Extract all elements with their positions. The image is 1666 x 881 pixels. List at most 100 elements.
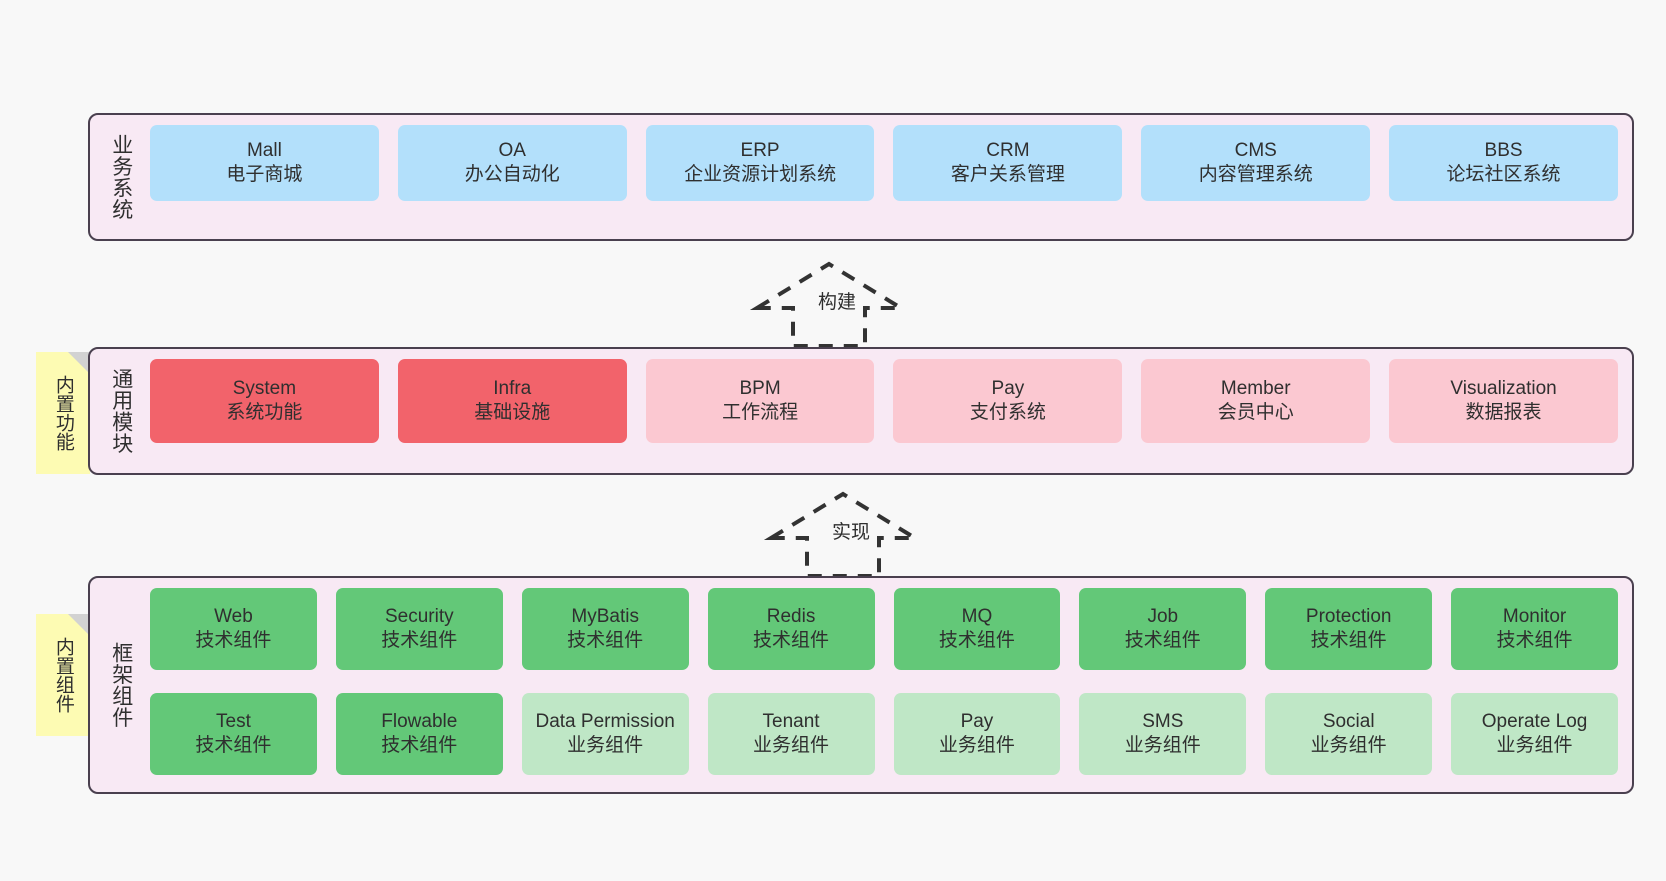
node-label-en: Member bbox=[1220, 377, 1291, 399]
arrow-build: 构建 bbox=[749, 261, 909, 348]
layer-row: Mall 电子商城 OA 办公自动化 ERP 企业资源计划系统 CRM 客户关系… bbox=[150, 125, 1618, 229]
node-label-en: Test bbox=[216, 710, 251, 732]
node-label-cn: 技术组件 bbox=[938, 630, 1015, 651]
node-operate-log[interactable]: Operate Log 业务组件 bbox=[1451, 693, 1618, 775]
node-label-cn: 技术组件 bbox=[567, 630, 644, 651]
layer-row: Web 技术组件 Security 技术组件 MyBatis 技术组件 Redi… bbox=[150, 588, 1618, 677]
node-pay[interactable]: Pay 支付系统 bbox=[893, 359, 1123, 443]
layer-business-system: 业务系统 Mall 电子商城 OA 办公自动化 ERP 企业资源计划系统 CRM… bbox=[88, 113, 1634, 241]
node-protection[interactable]: Protection 技术组件 bbox=[1265, 588, 1433, 670]
node-label-en: Monitor bbox=[1502, 605, 1567, 627]
note-label: 内置功能 bbox=[52, 375, 74, 451]
node-label-en: BBS bbox=[1484, 139, 1523, 161]
node-label-en: SMS bbox=[1142, 710, 1184, 732]
node-label-en: Data Permission bbox=[535, 710, 675, 732]
node-mq[interactable]: MQ 技术组件 bbox=[893, 588, 1061, 670]
node-sms[interactable]: SMS 业务组件 bbox=[1079, 693, 1247, 775]
node-label-en: Web bbox=[214, 605, 253, 627]
node-label-en: Protection bbox=[1305, 605, 1392, 627]
node-label-cn: 办公自动化 bbox=[464, 164, 560, 185]
node-web[interactable]: Web 技术组件 bbox=[150, 588, 317, 670]
layer-title-framework: 框架组件 bbox=[109, 642, 133, 728]
node-label-cn: 业务组件 bbox=[938, 735, 1015, 756]
node-bbs[interactable]: BBS 论坛社区系统 bbox=[1389, 125, 1618, 201]
node-label-cn: 业务组件 bbox=[753, 735, 830, 756]
node-label-cn: 业务组件 bbox=[1310, 735, 1387, 756]
node-cms[interactable]: CMS 内容管理系统 bbox=[1141, 125, 1371, 201]
node-label-en: Pay bbox=[960, 710, 994, 732]
node-monitor[interactable]: Monitor 技术组件 bbox=[1451, 588, 1618, 670]
layer-common-modules: 通用模块 System 系统功能 Infra 基础设施 BPM 工作流程 Pay… bbox=[88, 347, 1634, 475]
node-security[interactable]: Security 技术组件 bbox=[335, 588, 503, 670]
layer-row: System 系统功能 Infra 基础设施 BPM 工作流程 Pay 支付系统… bbox=[150, 359, 1618, 463]
arrow-implement: 实现 bbox=[763, 491, 923, 578]
layer-framework-components: 框架组件 Web 技术组件 Security 技术组件 MyBatis 技术组件… bbox=[88, 576, 1634, 794]
node-label-en: CMS bbox=[1234, 139, 1277, 161]
node-label-en: Visualization bbox=[1450, 377, 1557, 399]
node-oa[interactable]: OA 办公自动化 bbox=[397, 125, 627, 201]
layer-title-business: 业务系统 bbox=[109, 134, 133, 220]
node-infra[interactable]: Infra 基础设施 bbox=[397, 359, 627, 443]
node-label-en: CRM bbox=[986, 139, 1030, 161]
node-label-en: Infra bbox=[493, 377, 532, 399]
node-pay-component[interactable]: Pay 业务组件 bbox=[893, 693, 1061, 775]
node-label-cn: 技术组件 bbox=[195, 630, 272, 651]
node-test[interactable]: Test 技术组件 bbox=[150, 693, 317, 775]
node-label-cn: 电子商城 bbox=[226, 164, 303, 185]
node-label-cn: 系统功能 bbox=[226, 402, 303, 423]
node-label-en: Operate Log bbox=[1481, 710, 1588, 732]
node-mall[interactable]: Mall 电子商城 bbox=[150, 125, 379, 201]
node-label-cn: 内容管理系统 bbox=[1198, 164, 1313, 185]
node-label-en: MyBatis bbox=[571, 605, 639, 627]
node-erp[interactable]: ERP 企业资源计划系统 bbox=[645, 125, 875, 201]
layer-title-modules: 通用模块 bbox=[109, 368, 133, 454]
node-label-en: Security bbox=[384, 605, 454, 627]
node-crm[interactable]: CRM 客户关系管理 bbox=[893, 125, 1123, 201]
node-label-cn: 业务组件 bbox=[1496, 735, 1573, 756]
node-bpm[interactable]: BPM 工作流程 bbox=[645, 359, 875, 443]
node-label-en: OA bbox=[498, 139, 526, 161]
node-label-cn: 支付系统 bbox=[969, 402, 1046, 423]
node-label-cn: 工作流程 bbox=[722, 402, 799, 423]
node-mybatis[interactable]: MyBatis 技术组件 bbox=[521, 588, 689, 670]
arrow-label-implement: 实现 bbox=[831, 517, 872, 544]
node-system[interactable]: System 系统功能 bbox=[150, 359, 379, 443]
node-label-cn: 技术组件 bbox=[195, 735, 272, 756]
node-label-cn: 技术组件 bbox=[753, 630, 830, 651]
node-label-cn: 业务组件 bbox=[567, 735, 644, 756]
node-label-en: ERP bbox=[740, 139, 780, 161]
node-label-cn: 技术组件 bbox=[1310, 630, 1387, 651]
node-label-cn: 客户关系管理 bbox=[950, 164, 1065, 185]
node-data-permission[interactable]: Data Permission 业务组件 bbox=[521, 693, 689, 775]
node-member[interactable]: Member 会员中心 bbox=[1141, 359, 1371, 443]
layer-body-modules: System 系统功能 Infra 基础设施 BPM 工作流程 Pay 支付系统… bbox=[138, 359, 1618, 463]
node-label-en: Job bbox=[1147, 605, 1179, 627]
node-flowable[interactable]: Flowable 技术组件 bbox=[335, 693, 503, 775]
node-label-en: Mall bbox=[246, 139, 282, 161]
node-label-cn: 技术组件 bbox=[381, 630, 458, 651]
node-redis[interactable]: Redis 技术组件 bbox=[707, 588, 875, 670]
node-visualization[interactable]: Visualization 数据报表 bbox=[1389, 359, 1618, 443]
node-label-en: Pay bbox=[991, 377, 1025, 399]
node-label-cn: 数据报表 bbox=[1465, 402, 1542, 423]
node-label-cn: 技术组件 bbox=[1496, 630, 1573, 651]
node-label-cn: 技术组件 bbox=[1124, 630, 1201, 651]
node-label-cn: 技术组件 bbox=[381, 735, 458, 756]
note-builtin-features: 内置功能 bbox=[36, 352, 90, 474]
node-social[interactable]: Social 业务组件 bbox=[1265, 693, 1433, 775]
node-label-en: System bbox=[232, 377, 297, 399]
node-label-cn: 企业资源计划系统 bbox=[684, 164, 837, 185]
node-label-cn: 会员中心 bbox=[1217, 402, 1294, 423]
layer-row: Test 技术组件 Flowable 技术组件 Data Permission … bbox=[150, 693, 1618, 782]
node-label-en: Social bbox=[1322, 710, 1375, 732]
layer-body-business: Mall 电子商城 OA 办公自动化 ERP 企业资源计划系统 CRM 客户关系… bbox=[138, 125, 1618, 229]
node-label-cn: 业务组件 bbox=[1124, 735, 1201, 756]
node-label-en: Tenant bbox=[762, 710, 820, 732]
node-label-en: Redis bbox=[766, 605, 816, 627]
node-tenant[interactable]: Tenant 业务组件 bbox=[707, 693, 875, 775]
node-label-cn: 论坛社区系统 bbox=[1446, 164, 1561, 185]
node-label-en: MQ bbox=[961, 605, 993, 627]
node-label-en: Flowable bbox=[381, 710, 458, 732]
node-job[interactable]: Job 技术组件 bbox=[1079, 588, 1247, 670]
note-builtin-components: 内置组件 bbox=[36, 614, 90, 736]
